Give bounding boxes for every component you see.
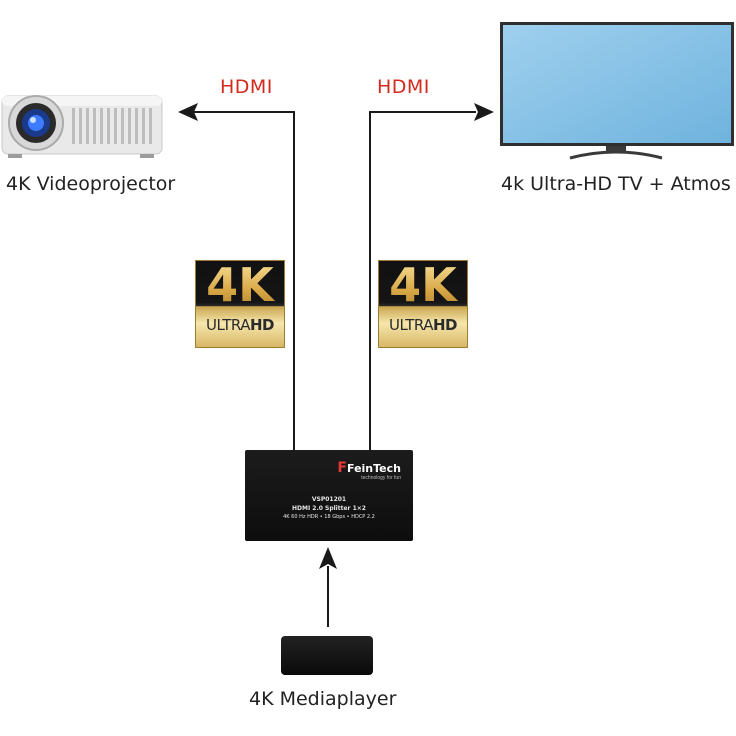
hdmi-label-left: HDMI (220, 76, 273, 98)
projector-label: 4K Videoprojector (6, 173, 176, 195)
brand-logo-icon: F (337, 460, 347, 476)
hdmi-label-right: HDMI (377, 76, 430, 98)
badge-ultrahd-text: ULTRAHD (205, 316, 275, 334)
badge-4k-text: 4K (195, 262, 285, 308)
arrow-up-icon (319, 547, 337, 569)
mediaplayer-icon (281, 636, 373, 675)
mediaplayer-label: 4K Mediaplayer (249, 688, 397, 710)
arrow-right-icon (474, 103, 494, 121)
splitter-model: VSP01201 (311, 496, 347, 503)
left-connection-line (194, 111, 295, 450)
splitter-specs: 4K 60 Hz HDR • 18 Gbps • HDCP 2.2 (283, 514, 375, 520)
tv-label: 4k Ultra-HD TV + Atmos (501, 173, 731, 195)
projector-icon (1, 95, 163, 158)
4k-ultrahd-badge-left: 4K ULTRAHD (195, 260, 285, 348)
4k-ultrahd-badge-right: 4K ULTRAHD (378, 260, 468, 348)
arrow-left-icon (178, 103, 198, 121)
splitter-brand: FFeinTech (337, 460, 401, 476)
right-connection-line (369, 111, 476, 450)
splitter-device: FFeinTech technology for fun VSP01201 HD… (245, 450, 413, 541)
badge-ultrahd-text: ULTRAHD (388, 316, 458, 334)
tv-icon (500, 22, 734, 160)
splitter-tagline: technology for fun (361, 475, 401, 481)
splitter-title: HDMI 2.0 Splitter 1×2 (292, 505, 366, 512)
badge-4k-text: 4K (378, 262, 468, 308)
